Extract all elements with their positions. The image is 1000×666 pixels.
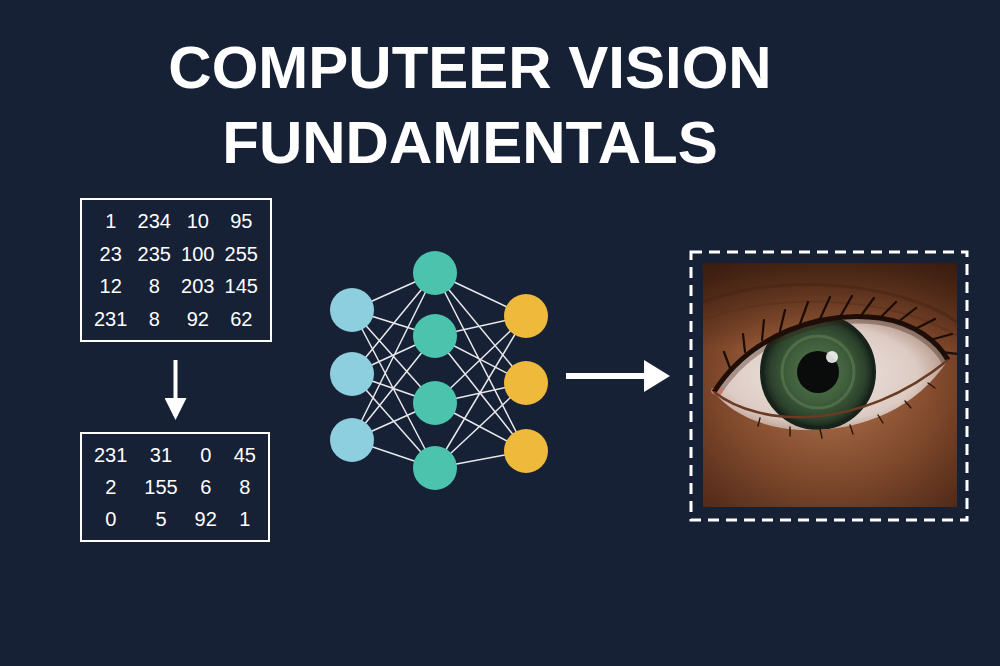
arrow-shaft: [566, 373, 648, 379]
input-neuron: [330, 352, 374, 396]
iris-group: [714, 316, 948, 428]
matrix-value: 6: [195, 476, 217, 498]
matrix-value: 31: [144, 444, 177, 466]
matrix-value: 45: [234, 444, 256, 466]
matrix-value: 231: [94, 444, 127, 466]
matrix-value: 92: [181, 308, 214, 330]
highlight: [826, 351, 838, 363]
output-neuron: [504, 294, 548, 338]
matrix-value: 62: [225, 308, 258, 330]
pupil: [797, 351, 839, 393]
matrix-value: 100: [181, 243, 214, 265]
neural-network: [330, 251, 548, 490]
skin-shade: [703, 263, 957, 507]
input-neuron: [330, 288, 374, 332]
hidden-neuron: [413, 446, 457, 490]
upper-lashes: [724, 296, 957, 368]
matrix-value: 0: [94, 508, 127, 530]
matrix-value: 23: [94, 243, 127, 265]
matrix-value: 5: [144, 508, 177, 530]
matrix-value: 8: [234, 476, 256, 498]
sclera: [714, 317, 948, 431]
network-links: [352, 273, 526, 468]
matrix-value: 145: [225, 275, 258, 297]
matrix-value: 10: [181, 210, 214, 232]
flow-arrow: [174, 360, 178, 416]
lower-lid: [714, 360, 948, 417]
hidden-neuron: [413, 251, 457, 295]
matrix-value: 2: [94, 476, 127, 498]
matrix-value: 234: [138, 210, 171, 232]
matrix-box: 1 234 10 95 23 235 100 255 12 8 203 145 231 8 92 62: [80, 198, 272, 342]
skin: [703, 263, 957, 507]
matrix-value: 1: [234, 508, 256, 530]
title-text: COMPUTEER VISION FUNDAMENTALS: [150, 30, 790, 180]
lid-shadow: [714, 317, 948, 392]
matrix-value: 12: [94, 275, 127, 297]
lower-lashes: [758, 383, 935, 438]
hidden-neuron: [413, 314, 457, 358]
eye-photo: [703, 263, 957, 507]
output-neuron: [504, 429, 548, 473]
matrix-value: 8: [138, 275, 171, 297]
matrix-value: 92: [195, 508, 217, 530]
arrow-head: [644, 360, 670, 392]
matrix-value: 155: [144, 476, 177, 498]
matrix-value: 255: [225, 243, 258, 265]
matrix-value: 1: [94, 210, 127, 232]
matrix-value: 8: [138, 308, 171, 330]
matrix-value: 203: [181, 275, 214, 297]
hidden-neuron: [413, 381, 457, 425]
upper-lid: [714, 317, 948, 392]
output-arrow: [566, 360, 670, 392]
iris-ring: [782, 336, 854, 408]
matrix-box: 2313104521556805921: [80, 432, 270, 542]
output-neuron: [504, 361, 548, 405]
image-frame: [691, 252, 967, 520]
matrix-value: 231: [94, 308, 127, 330]
input-neuron: [330, 418, 374, 462]
matrix-value: 235: [138, 243, 171, 265]
matrix-value: 95: [225, 210, 258, 232]
matrix-value: 0: [195, 444, 217, 466]
